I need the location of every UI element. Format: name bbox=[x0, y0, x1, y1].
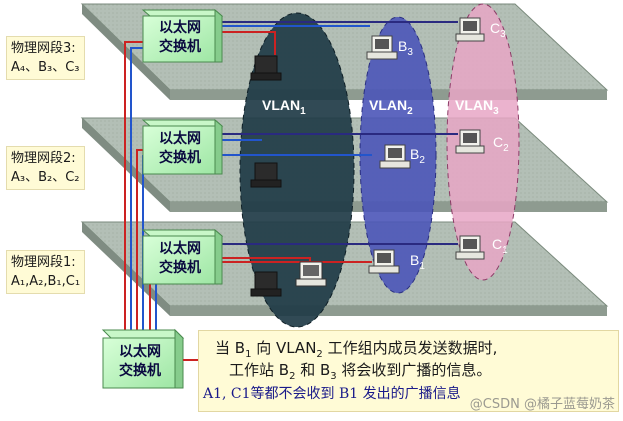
computer-c3-icon bbox=[455, 17, 485, 42]
computer-a1-icon bbox=[250, 271, 282, 297]
vlan3-label: VLAN3 bbox=[455, 97, 499, 117]
switch-floor3 bbox=[141, 8, 224, 63]
switch-floor2-label: 以太网 交换机 bbox=[148, 130, 212, 168]
msg-l2-b: 和 B bbox=[295, 361, 331, 379]
computer-a3-icon bbox=[250, 162, 282, 188]
msg-l1-sub1: 1 bbox=[245, 349, 252, 360]
vlan1-label: VLAN1 bbox=[262, 97, 306, 117]
segment-2-title: 物理网段2: bbox=[11, 151, 76, 166]
vlan3-sub: 3 bbox=[493, 105, 499, 117]
segment-2-members: A₃、B₂、C₂ bbox=[11, 170, 80, 185]
computer-a2-icon bbox=[295, 261, 327, 287]
pc-b1-sub: 1 bbox=[419, 260, 425, 272]
pc-c2-name: C bbox=[493, 134, 504, 150]
vlan2-sub: 2 bbox=[407, 105, 413, 117]
msg-l1-a: 当 B bbox=[215, 339, 246, 357]
segment-2-label: 物理网段2: A₃、B₂、C₂ bbox=[6, 146, 85, 190]
vlan2-name: VLAN bbox=[369, 97, 408, 113]
vlan2-label: VLAN2 bbox=[369, 97, 413, 117]
explanation-box: 当 B1 向 VLAN2 工作组内成员发送数据时, 工作站 B2 和 B3 将会… bbox=[198, 330, 619, 412]
msg-l2-sub1: 2 bbox=[289, 371, 296, 382]
computer-c2-icon bbox=[455, 129, 485, 154]
pc-c3-name: C bbox=[490, 20, 501, 36]
switch-main-label: 以太网 交换机 bbox=[108, 343, 172, 381]
pc-c1-sub: 1 bbox=[502, 244, 508, 256]
msg-l1-sub2: 2 bbox=[316, 349, 323, 360]
pc-c3-sub: 3 bbox=[500, 28, 506, 40]
pc-c1-name: C bbox=[492, 236, 503, 252]
pc-c2-label: C2 bbox=[493, 134, 509, 154]
msg-l2-a: 工作站 B bbox=[229, 361, 290, 379]
computer-a4-icon bbox=[250, 55, 282, 81]
computer-b2-icon bbox=[379, 144, 411, 169]
switch-floor2-line2: 交换机 bbox=[159, 150, 201, 166]
pc-b2-name: B bbox=[410, 146, 420, 162]
msg-l2-c: 将会收到广播的信息。 bbox=[336, 361, 492, 379]
watermark: @CSDN @橘子蓝莓奶茶 bbox=[469, 397, 615, 412]
switch-floor1-line1: 以太网 bbox=[159, 241, 201, 257]
vlan3-name: VLAN bbox=[455, 97, 494, 113]
vlan1-sub: 1 bbox=[300, 105, 306, 117]
switch-main-line2: 交换机 bbox=[119, 363, 161, 379]
switch-floor3-line1: 以太网 bbox=[159, 20, 201, 36]
pc-c1-label: C1 bbox=[492, 236, 508, 256]
switch-floor3-line2: 交换机 bbox=[159, 39, 201, 55]
switch-main bbox=[101, 328, 185, 389]
switch-main-line1: 以太网 bbox=[119, 344, 161, 360]
floor3-wires bbox=[218, 21, 458, 55]
pc-b1-label: B1 bbox=[410, 252, 425, 272]
pc-c3-label: C3 bbox=[490, 20, 506, 40]
switch-floor1 bbox=[141, 228, 224, 285]
switch-floor1-label: 以太网 交换机 bbox=[148, 240, 212, 278]
switch-floor2 bbox=[141, 118, 224, 175]
segment-3-label: 物理网段3: A₄、B₃、C₃ bbox=[6, 36, 85, 80]
segment-3-title: 物理网段3: bbox=[11, 41, 76, 56]
segment-1-members: A₁,A₂,B₁,C₁ bbox=[11, 274, 81, 289]
explanation-line-3: A1, C1等都不会收到 B1 发出的广播信息 bbox=[203, 386, 461, 402]
explanation-line-1: 当 B1 向 VLAN2 工作组内成员发送数据时, bbox=[215, 337, 497, 360]
msg-l1-b: 向 VLAN bbox=[251, 339, 317, 357]
pc-b3-label: B3 bbox=[398, 38, 413, 58]
pc-b2-label: B2 bbox=[410, 146, 425, 166]
segment-1-label: 物理网段1: A₁,A₂,B₁,C₁ bbox=[6, 250, 86, 294]
msg-l2-sub2: 3 bbox=[330, 371, 337, 382]
computer-b1-icon bbox=[368, 249, 400, 274]
segment-1-title: 物理网段1: bbox=[11, 255, 76, 270]
pc-b2-sub: 2 bbox=[419, 154, 425, 166]
computer-b3-icon bbox=[366, 35, 398, 60]
computer-c1-icon bbox=[455, 235, 485, 260]
explanation-line-2: 工作站 B2 和 B3 将会收到广播的信息。 bbox=[229, 359, 491, 382]
switch-floor3-label: 以太网 交换机 bbox=[148, 19, 212, 57]
pc-b3-name: B bbox=[398, 38, 408, 54]
vlan3-region bbox=[446, 3, 520, 281]
vlan1-region bbox=[239, 12, 355, 328]
floor2-wires bbox=[218, 133, 458, 156]
switch-floor1-line2: 交换机 bbox=[159, 260, 201, 276]
switch-floor2-line1: 以太网 bbox=[159, 131, 201, 147]
segment-3-members: A₄、B₃、C₃ bbox=[11, 60, 80, 75]
msg-l1-c: 工作组内成员发送数据时, bbox=[322, 339, 498, 357]
pc-b1-name: B bbox=[410, 252, 420, 268]
vlan1-name: VLAN bbox=[262, 97, 301, 113]
pc-c2-sub: 2 bbox=[503, 142, 509, 154]
pc-b3-sub: 3 bbox=[407, 46, 413, 58]
